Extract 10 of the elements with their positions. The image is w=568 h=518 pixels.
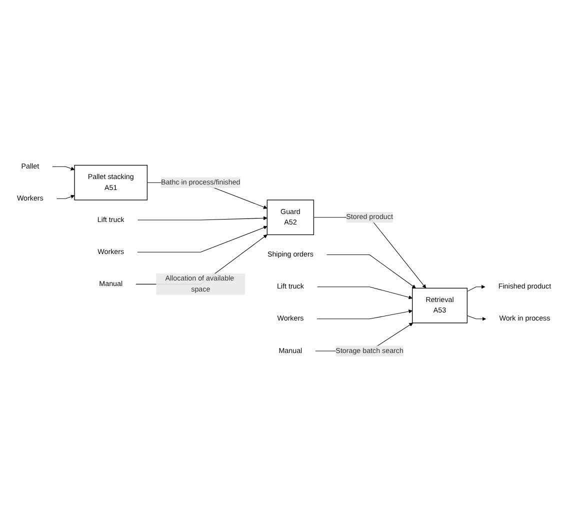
arrow xyxy=(56,195,75,200)
arrow xyxy=(316,310,413,320)
arrow xyxy=(326,254,416,289)
arrow xyxy=(52,166,75,171)
arrow xyxy=(317,286,413,300)
arrow xyxy=(313,217,426,289)
arrow xyxy=(137,216,268,220)
arrow xyxy=(466,316,486,322)
arrow xyxy=(466,285,486,292)
arrow xyxy=(137,226,268,253)
